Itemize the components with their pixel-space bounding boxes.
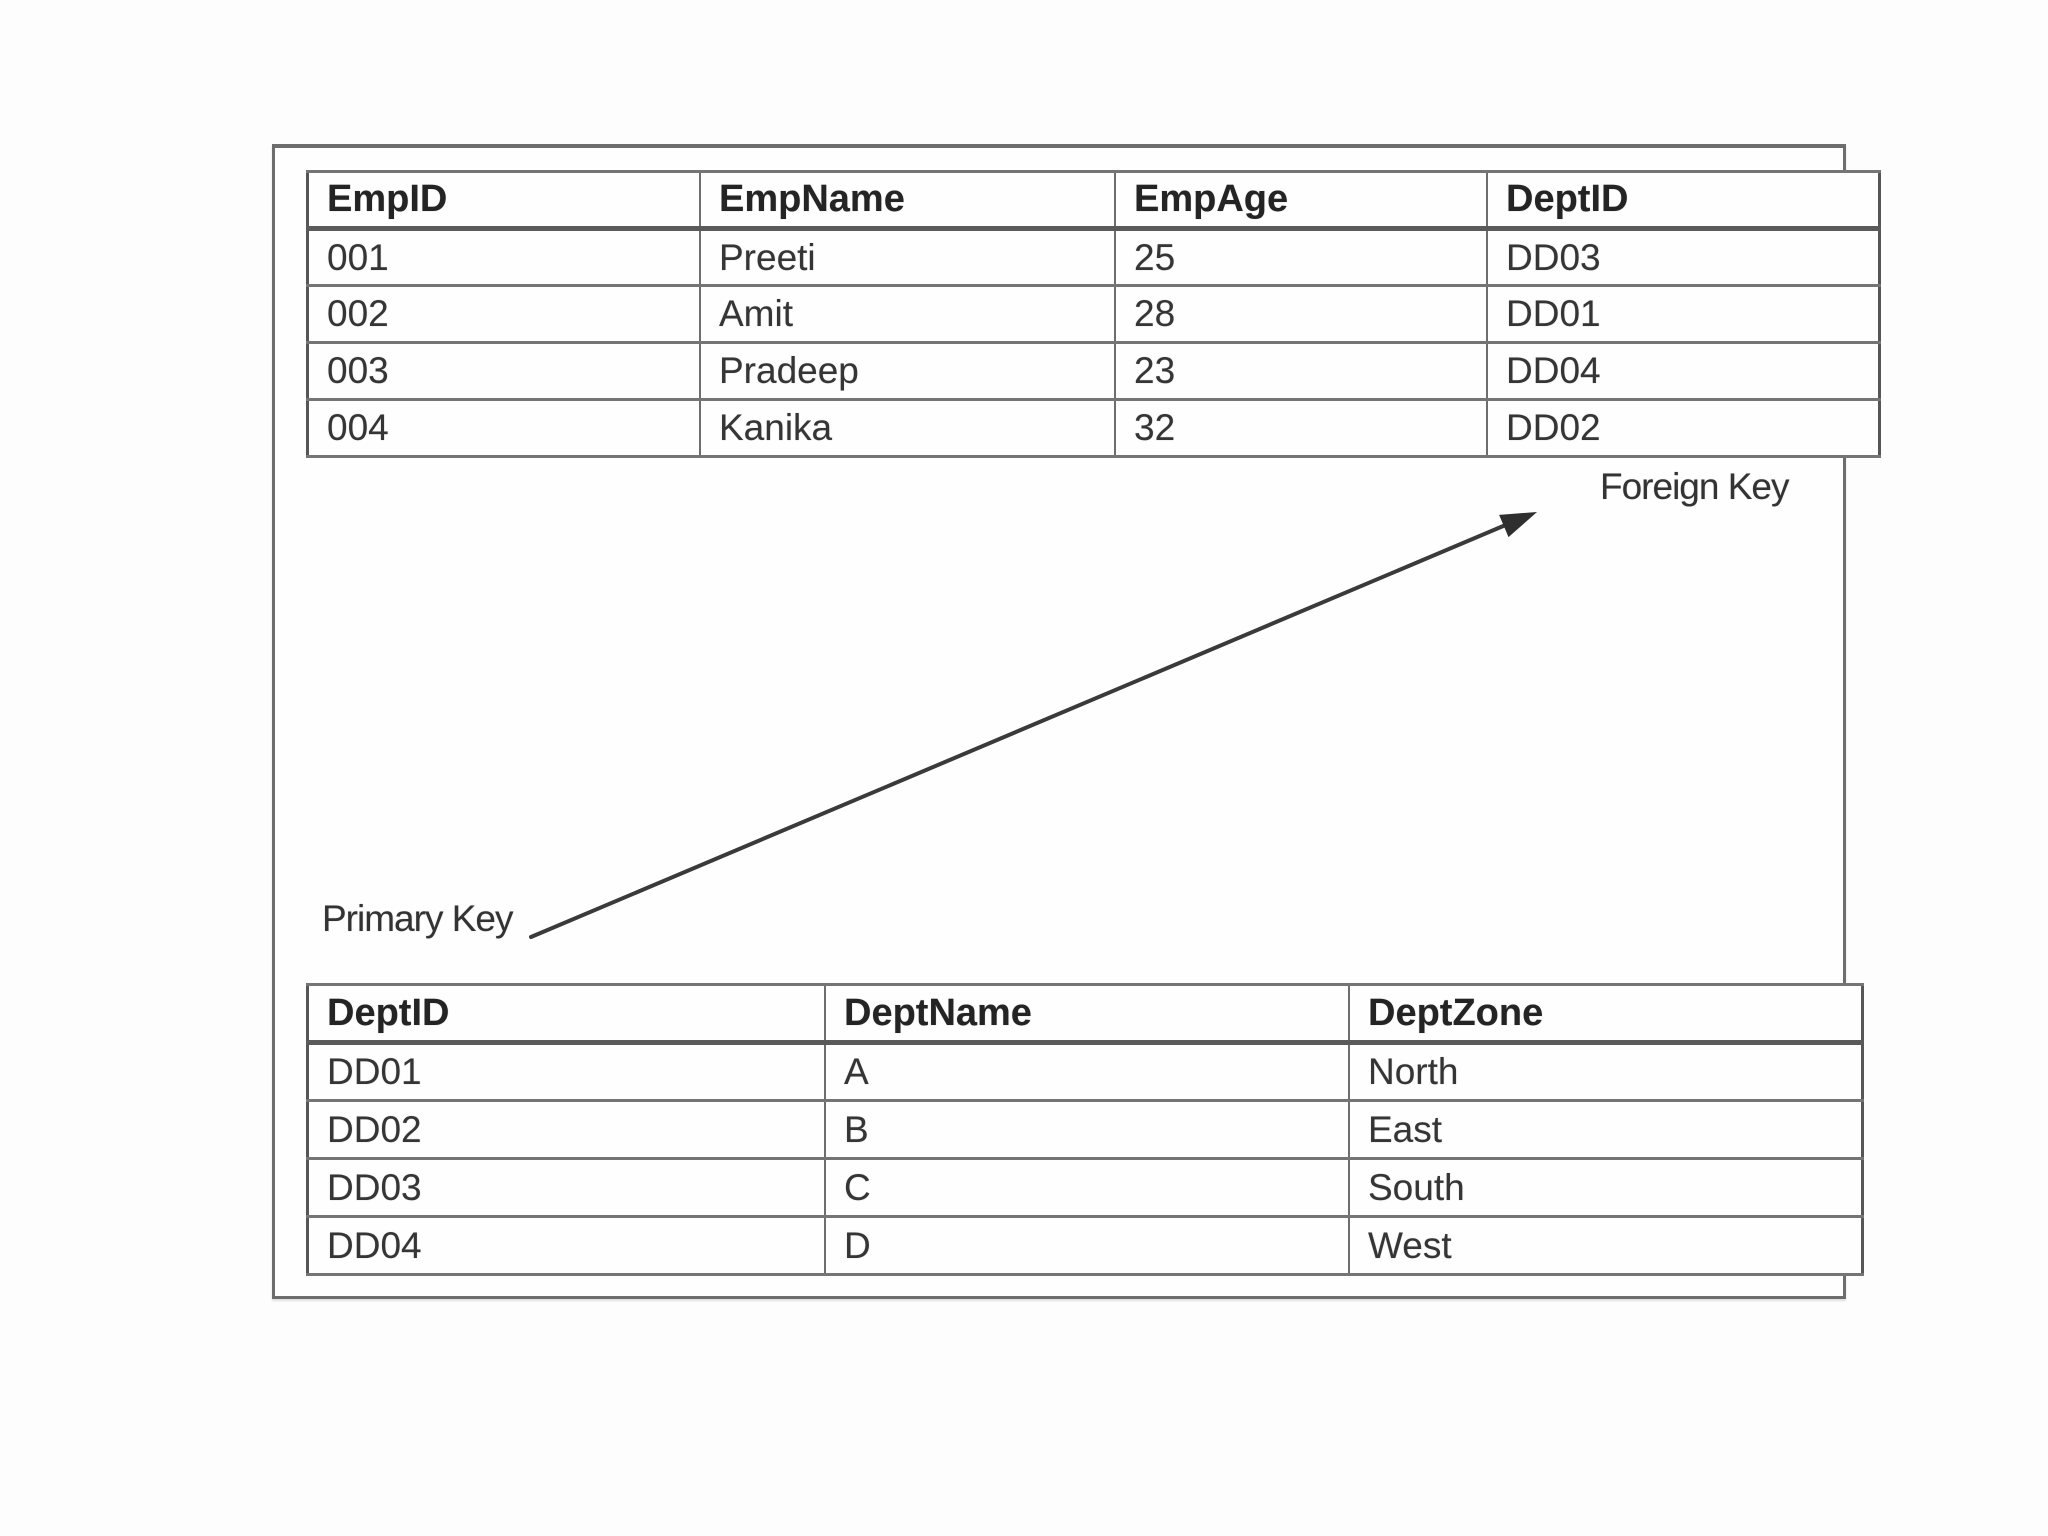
table-cell: DD04: [1486, 341, 1881, 401]
table-cell: A: [824, 1041, 1350, 1102]
table-cell: 002: [306, 284, 701, 344]
table-cell: Pradeep: [699, 341, 1116, 401]
table-cell: DD04: [306, 1215, 826, 1276]
table-cell: 25: [1114, 227, 1488, 287]
column-header: EmpAge: [1114, 170, 1488, 231]
column-header: DeptID: [306, 983, 826, 1045]
column-header: DeptID: [1486, 170, 1881, 231]
table-cell: East: [1348, 1099, 1864, 1160]
table-cell: 003: [306, 341, 701, 401]
primary-key-label: Primary Key: [322, 898, 513, 939]
column-header: EmpName: [699, 170, 1116, 231]
table-cell: South: [1348, 1157, 1864, 1218]
table-cell: North: [1348, 1041, 1864, 1102]
table-cell: D: [824, 1215, 1350, 1276]
table-cell: 32: [1114, 398, 1488, 458]
column-header: EmpID: [306, 170, 701, 231]
table-cell: 001: [306, 227, 701, 287]
table-cell: DD03: [1486, 227, 1881, 287]
table-cell: DD02: [1486, 398, 1881, 458]
table-cell: 004: [306, 398, 701, 458]
table-cell: C: [824, 1157, 1350, 1218]
table-cell: 23: [1114, 341, 1488, 401]
table-cell: Amit: [699, 284, 1116, 344]
column-header: DeptZone: [1348, 983, 1864, 1045]
table-cell: Kanika: [699, 398, 1116, 458]
table-cell: DD01: [1486, 284, 1881, 344]
table-cell: DD01: [306, 1041, 826, 1102]
table-cell: 28: [1114, 284, 1488, 344]
table-cell: DD03: [306, 1157, 826, 1218]
table-cell: Preeti: [699, 227, 1116, 287]
column-header: DeptName: [824, 983, 1350, 1045]
table-cell: DD02: [306, 1099, 826, 1160]
table-cell: B: [824, 1099, 1350, 1160]
table-cell: West: [1348, 1215, 1864, 1276]
foreign-key-label: Foreign Key: [1600, 466, 1789, 507]
